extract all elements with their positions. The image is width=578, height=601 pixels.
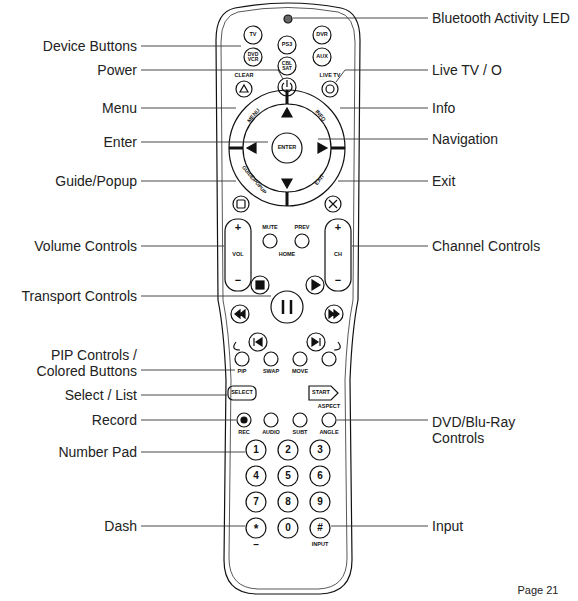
callout-label: Live TV / O (432, 62, 502, 78)
rockers (225, 219, 351, 291)
callout-label: Device Buttons (43, 38, 137, 54)
callout-label: Power (97, 62, 137, 78)
callout-label: Navigation (432, 131, 498, 147)
page-number: Page 21 (518, 584, 559, 597)
remote-body (216, 3, 360, 594)
clear-button (236, 81, 252, 97)
callout-label: Exit (432, 173, 455, 189)
button-label: START (312, 390, 330, 396)
remote-inner-edge (221, 8, 355, 590)
square-exit-buttons (233, 196, 341, 212)
button-label: 1 (253, 445, 259, 456)
button-label: 7 (253, 497, 259, 508)
button-label: PIP (238, 369, 247, 375)
button-label: ANGLE (319, 430, 338, 436)
callout-label: Enter (104, 134, 137, 150)
callout-label: Menu (102, 100, 137, 116)
button-label: CBL SAT (281, 61, 293, 72)
callout-label: Volume Controls (34, 238, 137, 254)
button-label: CLEAR (235, 73, 254, 79)
button-label: HOME (279, 252, 296, 258)
button-label: 2 (285, 445, 291, 456)
button-label: INFO (314, 109, 327, 123)
number-pad (246, 440, 330, 538)
callout-label: Transport Controls (22, 288, 137, 304)
start-button (309, 386, 338, 400)
callout-label: PIP Controls / Colored Buttons (12, 347, 137, 379)
button-label: VOL (232, 252, 243, 258)
callout-label: Channel Controls (432, 238, 540, 254)
button-label: − (235, 275, 241, 287)
button-label: EXIT (314, 173, 326, 186)
button-label: 4 (253, 471, 259, 482)
button-label: CH (334, 252, 342, 258)
button-label: PS3 (282, 42, 292, 48)
button-label: DVR (316, 32, 328, 38)
button-label: # (317, 523, 323, 534)
button-label: MENU (247, 108, 262, 124)
button-label: 6 (317, 471, 323, 482)
callout-label: Record (92, 412, 137, 428)
button-label: 0 (285, 523, 291, 534)
callout-label: Bluetooth Activity LED (432, 10, 570, 26)
callout-label: Dash (104, 518, 137, 534)
callout-label: Info (432, 100, 455, 116)
led (284, 15, 292, 23)
button-label: SWAP (263, 369, 279, 375)
nav-ring (229, 90, 345, 206)
button-label: ENTER (278, 145, 297, 151)
callout-label: Number Pad (58, 444, 137, 460)
button-label: + (235, 222, 241, 234)
button-label: 3 (317, 445, 323, 456)
transport-buttons (231, 276, 343, 351)
callout-label: Select / List (65, 387, 137, 403)
button-label: AUX (316, 54, 328, 60)
button-label: 5 (285, 471, 291, 482)
button-label: GUIDE/POPUP (241, 165, 267, 195)
button-label: 9 (317, 497, 323, 508)
button-label: REC (238, 430, 250, 436)
livetv-button (322, 81, 338, 97)
button-label: AUDIO (262, 430, 280, 436)
button-label: + (335, 222, 341, 234)
button-label: DVD VCR (247, 52, 259, 63)
button-label: – (253, 540, 259, 551)
select-button (228, 386, 256, 400)
button-label: TV (249, 32, 256, 38)
button-label: − (335, 275, 341, 287)
button-label: SELECT (231, 390, 253, 396)
button-label: PREV (295, 225, 310, 231)
button-label: * (254, 523, 259, 536)
button-label: LIVE TV (320, 73, 341, 79)
callout-label: Guide/Popup (55, 173, 137, 189)
button-label: MUTE (262, 225, 278, 231)
button-label: ASPECT (318, 404, 340, 410)
pip-buttons (235, 352, 336, 366)
callout-label: Input (432, 518, 463, 534)
lower-buttons (237, 413, 336, 427)
leader-lines (141, 18, 428, 526)
button-label: SUBT (293, 430, 308, 436)
callout-label: DVD/Blu-Ray Controls (432, 414, 532, 446)
button-label: INPUT (312, 542, 329, 548)
button-label: MOVE (292, 369, 308, 375)
button-label: 8 (285, 497, 291, 508)
device-buttons (244, 26, 331, 75)
